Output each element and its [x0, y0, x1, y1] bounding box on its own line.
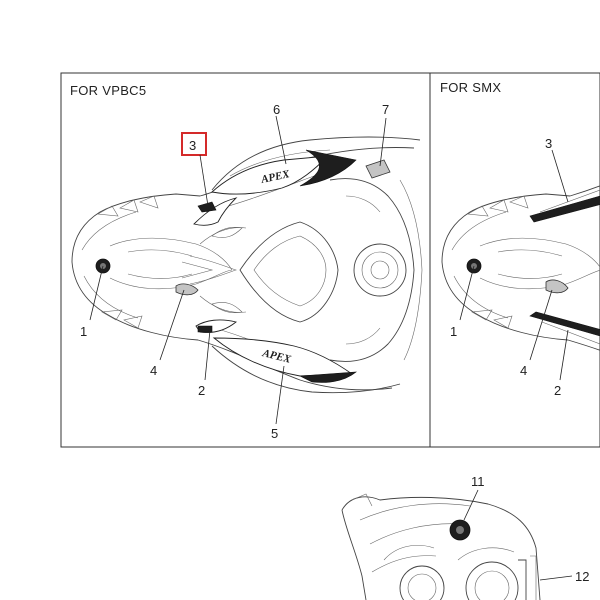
- panels-frame: [60, 72, 600, 448]
- lower-hood-drawing: 11 12: [341, 474, 589, 600]
- leader-5: [275, 365, 285, 425]
- leader-12: [539, 575, 573, 581]
- smx-callout-4: 4: [520, 363, 527, 378]
- smx-leader-3: [551, 149, 569, 203]
- callout-3-highlight-box: [181, 132, 207, 156]
- smx-callout-3: 3: [545, 136, 552, 151]
- smx-leader-4: [529, 289, 553, 361]
- apex-decal-lower: APEX: [212, 337, 357, 383]
- vpbc5-hood-drawing: APEX APEX 1 2 3 4 5 6: [71, 102, 423, 441]
- callout-11: 11: [471, 474, 485, 489]
- callout-3: 3: [189, 138, 196, 153]
- smx-callout-2: 2: [554, 383, 561, 398]
- leader-3: [199, 154, 209, 207]
- callout-2: 2: [198, 383, 205, 398]
- callout-5: 5: [271, 426, 278, 441]
- decal-2-mark: [197, 325, 213, 333]
- decal-7-tag: [365, 159, 391, 179]
- smx-leader-2: [559, 329, 569, 381]
- callout-7: 7: [382, 102, 389, 117]
- callout-4: 4: [150, 363, 157, 378]
- leader-7: [379, 117, 387, 167]
- decal-3-hook: [193, 197, 238, 226]
- callout-1: 1: [80, 324, 87, 339]
- leader-1: [89, 265, 104, 321]
- leader-2: [204, 329, 211, 381]
- leader-11: [463, 489, 479, 521]
- panel-title-smx: FOR SMX: [440, 80, 501, 95]
- callout-6: 6: [273, 102, 280, 117]
- smx-callout-1: 1: [450, 324, 457, 339]
- smx-decal-4-badge: [545, 279, 569, 294]
- decal-4-badge: [175, 283, 199, 296]
- decal-3-mark: [197, 201, 217, 213]
- callout-12: 12: [575, 569, 589, 584]
- leader-6: [275, 115, 287, 165]
- smx-leader-1: [459, 265, 475, 321]
- smx-hood-drawing: 1 2 3 4: [441, 136, 600, 398]
- leader-4: [159, 289, 185, 361]
- panel-title-vpbc5: FOR VPBC5: [70, 83, 146, 98]
- emblem-11-center: [456, 526, 464, 534]
- apex-decal-upper: APEX: [211, 149, 357, 195]
